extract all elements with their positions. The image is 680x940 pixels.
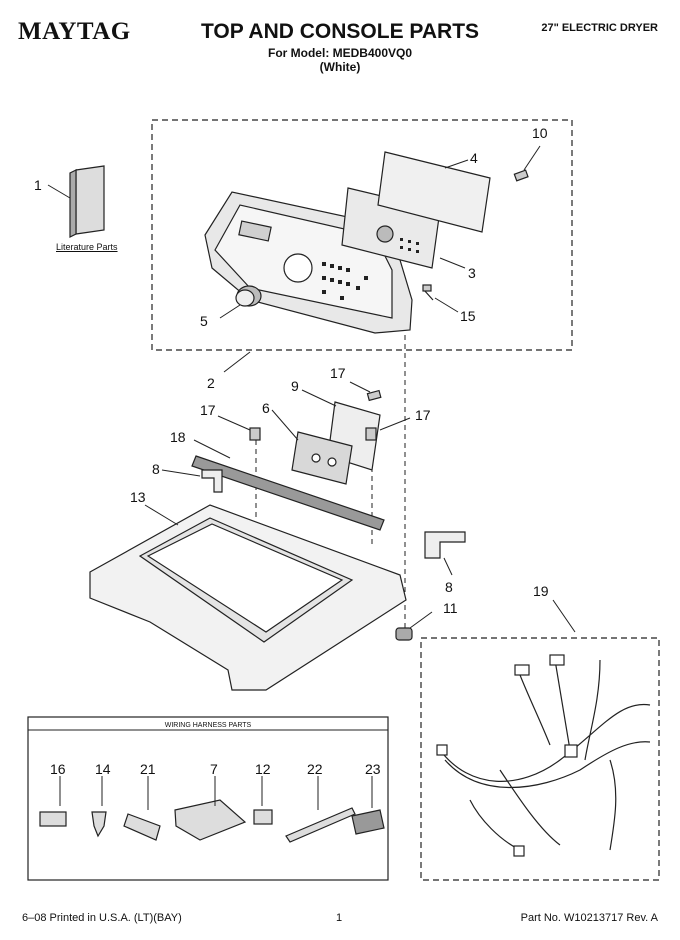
literature-book: [69, 165, 105, 238]
footer-right: Part No. W10213717 Rev. A: [520, 912, 658, 924]
screw-17c: [366, 389, 382, 402]
callout-17a: 17: [330, 365, 346, 381]
callout-8b: 8: [445, 579, 453, 595]
rail: [191, 455, 385, 531]
page-title: TOP AND CONSOLE PARTS: [200, 20, 480, 43]
callout-13: 13: [130, 489, 146, 505]
model-line: For Model: MEDB400VQ0: [267, 46, 413, 60]
callout-9: 9: [291, 378, 299, 394]
callout-8a: 8: [152, 461, 160, 477]
callout-5: 5: [200, 313, 208, 329]
brand-logo: MAYTAG: [18, 18, 131, 45]
callout-12: 12: [255, 761, 271, 777]
wiring-box-title: WIRING HARNESS PARTS: [165, 722, 252, 729]
footer-left: 6–08 Printed in U.S.A. (LT)(BAY): [22, 912, 182, 924]
harness-part-22: [351, 809, 385, 835]
callout-14: 14: [95, 761, 111, 777]
callout-4: 4: [470, 150, 478, 166]
clip-left: [201, 469, 223, 493]
clip-right: [424, 531, 466, 559]
harness-group-box: [420, 637, 660, 881]
screw-10: [513, 169, 529, 182]
leader-lines: [47, 145, 576, 810]
callout-6: 6: [262, 400, 270, 416]
top-panel: [89, 504, 407, 691]
literature-caption: Literature Parts: [56, 242, 118, 252]
callout-11: 11: [443, 600, 458, 616]
harness-part-21: [123, 813, 161, 841]
knob: [235, 285, 262, 307]
harness-part-12: [253, 809, 273, 825]
callout-2: 2: [207, 375, 215, 391]
board-bracket: [377, 151, 491, 233]
footer-page: 1: [336, 912, 343, 924]
wiring-harness: [436, 654, 651, 857]
callout-15: 15: [460, 308, 476, 324]
leveling-foot: [395, 627, 413, 641]
harness-part-16: [39, 811, 67, 827]
callout-18: 18: [170, 429, 186, 445]
console-group-box: [151, 119, 573, 351]
product-type: 27" ELECTRIC DRYER: [541, 22, 658, 34]
screw-15: [422, 284, 434, 301]
screw-17a: [249, 427, 261, 441]
callout-16: 16: [50, 761, 66, 777]
color-line: (White): [319, 60, 361, 74]
callout-22: 23: [365, 761, 381, 777]
callout-7: 7: [210, 761, 218, 777]
terminal-block: [291, 431, 353, 485]
callout-21: 21: [140, 761, 156, 777]
callout-17c: 17: [415, 407, 431, 423]
harness-part-14: [91, 811, 107, 838]
callout-3: 3: [468, 265, 476, 281]
callout-labels: 1 2 3 4 5 6 7 8 8 9 10 11 12 13 14 15 16…: [34, 125, 549, 777]
callout-10: 10: [532, 125, 548, 141]
wiring-parts-box: [27, 716, 389, 881]
callout-17b: 17: [200, 402, 216, 418]
harness-part-23: [285, 807, 356, 843]
screw-17b: [365, 427, 377, 441]
harness-part-7: [174, 799, 247, 841]
callout-1: 1: [34, 177, 42, 193]
callout-23: 22: [307, 761, 323, 777]
callout-19: 19: [533, 583, 549, 599]
